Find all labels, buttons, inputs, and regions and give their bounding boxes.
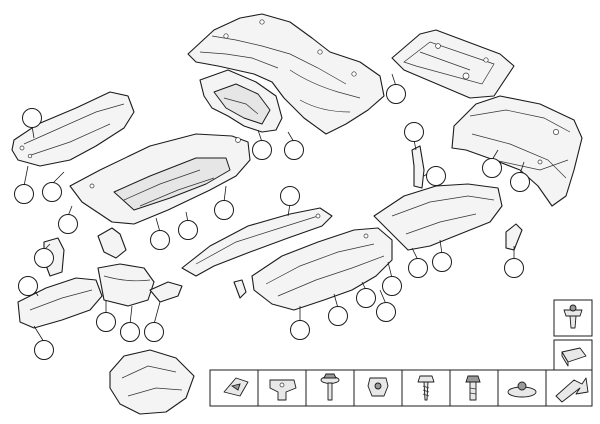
center-strip-shield-part[interactable] [181, 207, 333, 277]
callout-marker[interactable] [34, 248, 54, 268]
expanding-nut-icon[interactable] [367, 377, 389, 397]
callout-marker[interactable] [22, 108, 42, 128]
hex-screw-washer-icon[interactable] [320, 373, 340, 401]
callout-marker[interactable] [284, 140, 304, 160]
left-long-heat-shield-part[interactable] [11, 91, 135, 167]
small-tray-shield-part[interactable] [391, 29, 515, 99]
square-pad-icon [561, 347, 587, 367]
tunnel-heat-shield-part[interactable] [187, 13, 385, 135]
callout-marker[interactable] [432, 252, 452, 272]
callout-marker[interactable] [18, 276, 38, 296]
center-box-shield-part[interactable] [199, 69, 283, 133]
leader-lines [23, 73, 525, 343]
callout-marker[interactable] [120, 322, 140, 342]
callout-marker[interactable] [382, 276, 402, 296]
callout-marker[interactable] [426, 166, 446, 186]
plastic-rivet-icon [563, 304, 583, 329]
hardware-bottom-strip [209, 369, 593, 407]
callout-marker[interactable] [252, 140, 272, 160]
hex-bolt-icon[interactable] [465, 375, 481, 401]
callout-marker[interactable] [150, 230, 170, 250]
arrow-indicator-icon [555, 377, 589, 403]
callout-marker[interactable] [482, 158, 502, 178]
callout-marker[interactable] [144, 322, 164, 342]
callout-marker[interactable] [42, 182, 62, 202]
callout-marker[interactable] [34, 340, 54, 360]
callout-marker[interactable] [58, 214, 78, 234]
callout-marker[interactable] [280, 186, 300, 206]
callout-marker[interactable] [214, 200, 234, 220]
rear-heat-shield-part[interactable] [451, 95, 583, 207]
callout-marker[interactable] [408, 258, 428, 278]
callout-marker[interactable] [290, 320, 310, 340]
callout-marker[interactable] [328, 306, 348, 326]
callout-marker[interactable] [504, 258, 524, 278]
small-plate-part[interactable] [149, 281, 183, 303]
right-mid-heat-shield-part[interactable] [373, 183, 503, 251]
callout-marker[interactable] [376, 302, 396, 322]
callout-marker[interactable] [96, 312, 116, 332]
self-tapping-screw-icon[interactable] [417, 375, 435, 401]
side-shield-left-part[interactable] [17, 277, 103, 329]
bracket-left-2-part[interactable] [97, 227, 127, 259]
hardware-side-strip [553, 299, 593, 371]
callout-marker[interactable] [178, 220, 198, 240]
bracket-center-part[interactable] [233, 279, 247, 299]
lower-left-shield-part[interactable] [109, 349, 195, 415]
callout-marker[interactable] [510, 172, 530, 192]
underbody-panel-part[interactable] [69, 133, 251, 225]
hardware-strip-frame [209, 369, 593, 407]
callout-markers [14, 84, 530, 360]
spring-nut-icon[interactable] [507, 381, 537, 398]
cup-shield-part[interactable] [97, 263, 155, 307]
bracket-right-1-part[interactable] [411, 145, 425, 189]
callout-marker[interactable] [14, 184, 34, 204]
bracket-right-2-part[interactable] [505, 223, 523, 251]
callout-marker[interactable] [386, 84, 406, 104]
retainer-clip-icon[interactable] [269, 379, 297, 401]
callout-marker[interactable] [404, 122, 424, 142]
clip-nut-icon[interactable] [223, 377, 249, 397]
callout-marker[interactable] [356, 288, 376, 308]
center-heat-shield-part[interactable] [251, 227, 393, 311]
